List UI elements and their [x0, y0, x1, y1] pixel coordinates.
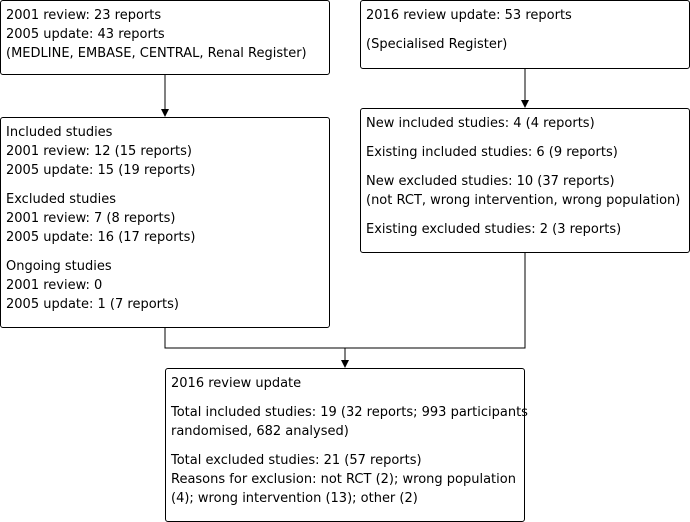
- box-heading: Ongoing studies: [6, 259, 112, 274]
- box-line: Reasons for exclusion: not RCT (2); wron…: [171, 472, 516, 487]
- box-line: New excluded studies: 10 (37 reports): [366, 174, 615, 189]
- box-line: (Specialised Register): [366, 37, 508, 52]
- box-line: Existing excluded studies: 2 (3 reports): [366, 222, 622, 237]
- box-line: 2005 update: 1 (7 reports): [6, 297, 179, 312]
- box-line: 2001 review: 23 reports: [6, 8, 162, 23]
- search-results-2016-box: 2016 review update: 53 reports (Speciali…: [360, 0, 690, 69]
- box-line: Total excluded studies: 21 (57 reports): [171, 453, 422, 468]
- box-line: 2001 review: 0: [6, 278, 103, 293]
- box-line: 2001 review: 12 (15 reports): [6, 144, 192, 159]
- box-line: (4); wrong intervention (13); other (2): [171, 491, 418, 506]
- box-line: 2001 review: 7 (8 reports): [6, 211, 176, 226]
- search-results-2001-2005-box: 2001 review: 23 reports 2005 update: 43 …: [0, 0, 330, 75]
- box-heading: Excluded studies: [6, 192, 117, 207]
- box-line: 2005 update: 43 reports: [6, 27, 165, 42]
- box-line: New included studies: 4 (4 reports): [366, 116, 595, 131]
- box-line: 2005 update: 15 (19 reports): [6, 163, 196, 178]
- box-line: randomised, 682 analysed): [171, 424, 349, 439]
- box-line: Total included studies: 19 (32 reports; …: [171, 405, 528, 420]
- studies-2016-box: New included studies: 4 (4 reports) Exis…: [360, 108, 690, 253]
- box-line: 2005 update: 16 (17 reports): [6, 230, 196, 245]
- box-line: Existing included studies: 6 (9 reports): [366, 145, 618, 160]
- box-line: (MEDLINE, EMBASE, CENTRAL, Renal Registe…: [6, 46, 307, 61]
- connector-studies2016-to-merge: [345, 253, 526, 349]
- studies-2001-2005-box: Included studies 2001 review: 12 (15 rep…: [0, 117, 330, 328]
- final-2016-review-box: 2016 review update Total included studie…: [165, 368, 528, 522]
- box-line: 2016 review update: 53 reports: [366, 8, 572, 23]
- box-heading: 2016 review update: [171, 376, 302, 391]
- box-heading: Included studies: [6, 125, 113, 140]
- box-line: (not RCT, wrong intervention, wrong popu…: [366, 193, 681, 208]
- connector-studies2005-to-merge: [164, 328, 345, 349]
